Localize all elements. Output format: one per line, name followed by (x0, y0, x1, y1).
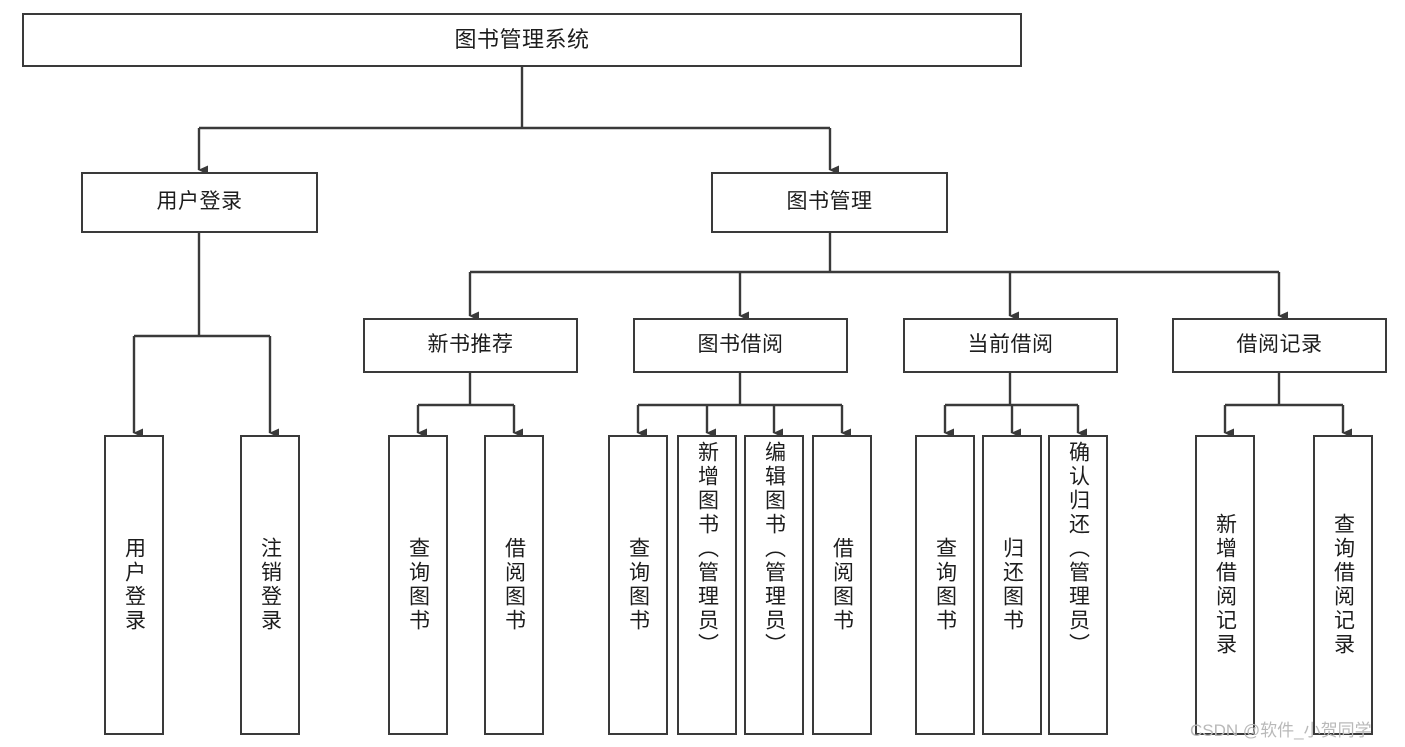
node-label-borrow-record: 借阅记录 (1236, 333, 1323, 357)
node-label-leaf-logout: 注销登录 (258, 537, 282, 633)
node-label-leaf-edit-book: 编辑图书（管理员） (762, 441, 786, 657)
conn-book-borrow (636, 373, 851, 438)
node-leaf-user-login[interactable]: 用户登录 (104, 435, 164, 735)
node-label-user-login: 用户登录 (156, 190, 243, 214)
node-leaf-borrow-book-2[interactable]: 借阅图书 (812, 435, 872, 735)
conn-new-book-rec (416, 373, 523, 438)
node-current-borrow[interactable]: 当前借阅 (903, 318, 1118, 373)
node-leaf-query-book-3[interactable]: 查询图书 (915, 435, 975, 735)
node-user-login[interactable]: 用户登录 (81, 172, 318, 233)
node-leaf-query-record[interactable]: 查询借阅记录 (1313, 435, 1373, 735)
node-leaf-confirm-return[interactable]: 确认归还（管理员） (1048, 435, 1108, 735)
node-label-leaf-query-record: 查询借阅记录 (1331, 513, 1355, 657)
node-label-new-book-rec: 新书推荐 (427, 333, 514, 357)
conn-root (197, 67, 839, 175)
node-leaf-query-book-1[interactable]: 查询图书 (388, 435, 448, 735)
conn-current-borrow (943, 373, 1087, 438)
node-label-leaf-return-book: 归还图书 (1000, 537, 1024, 633)
conn-book-manage (468, 233, 1288, 321)
conn-user-login (132, 233, 279, 438)
node-leaf-add-record[interactable]: 新增借阅记录 (1195, 435, 1255, 735)
node-label-leaf-borrow-book-1: 借阅图书 (502, 537, 526, 633)
node-label-leaf-query-book-3: 查询图书 (933, 537, 957, 633)
node-label-book-manage: 图书管理 (786, 190, 873, 214)
node-label-leaf-borrow-book-2: 借阅图书 (830, 537, 854, 633)
node-leaf-borrow-book-1[interactable]: 借阅图书 (484, 435, 544, 735)
node-label-leaf-user-login: 用户登录 (122, 537, 146, 633)
node-new-book-rec[interactable]: 新书推荐 (363, 318, 578, 373)
node-label-leaf-query-book-1: 查询图书 (406, 537, 430, 633)
node-borrow-record[interactable]: 借阅记录 (1172, 318, 1387, 373)
node-book-borrow[interactable]: 图书借阅 (633, 318, 848, 373)
node-label-leaf-add-book: 新增图书（管理员） (695, 441, 719, 657)
node-leaf-logout[interactable]: 注销登录 (240, 435, 300, 735)
node-book-manage[interactable]: 图书管理 (711, 172, 948, 233)
node-leaf-query-book-2[interactable]: 查询图书 (608, 435, 668, 735)
connector-lines (132, 67, 1352, 438)
node-leaf-return-book[interactable]: 归还图书 (982, 435, 1042, 735)
node-label-book-borrow: 图书借阅 (697, 333, 784, 357)
node-label-leaf-confirm-return: 确认归还（管理员） (1066, 441, 1090, 657)
node-label-root: 图书管理系统 (454, 27, 590, 53)
node-leaf-add-book[interactable]: 新增图书（管理员） (677, 435, 737, 735)
node-label-leaf-add-record: 新增借阅记录 (1213, 513, 1237, 657)
node-root[interactable]: 图书管理系统 (22, 13, 1022, 67)
conn-borrow-record (1223, 373, 1352, 438)
node-label-current-borrow: 当前借阅 (967, 333, 1054, 357)
node-leaf-edit-book[interactable]: 编辑图书（管理员） (744, 435, 804, 735)
node-label-leaf-query-book-2: 查询图书 (626, 537, 650, 633)
